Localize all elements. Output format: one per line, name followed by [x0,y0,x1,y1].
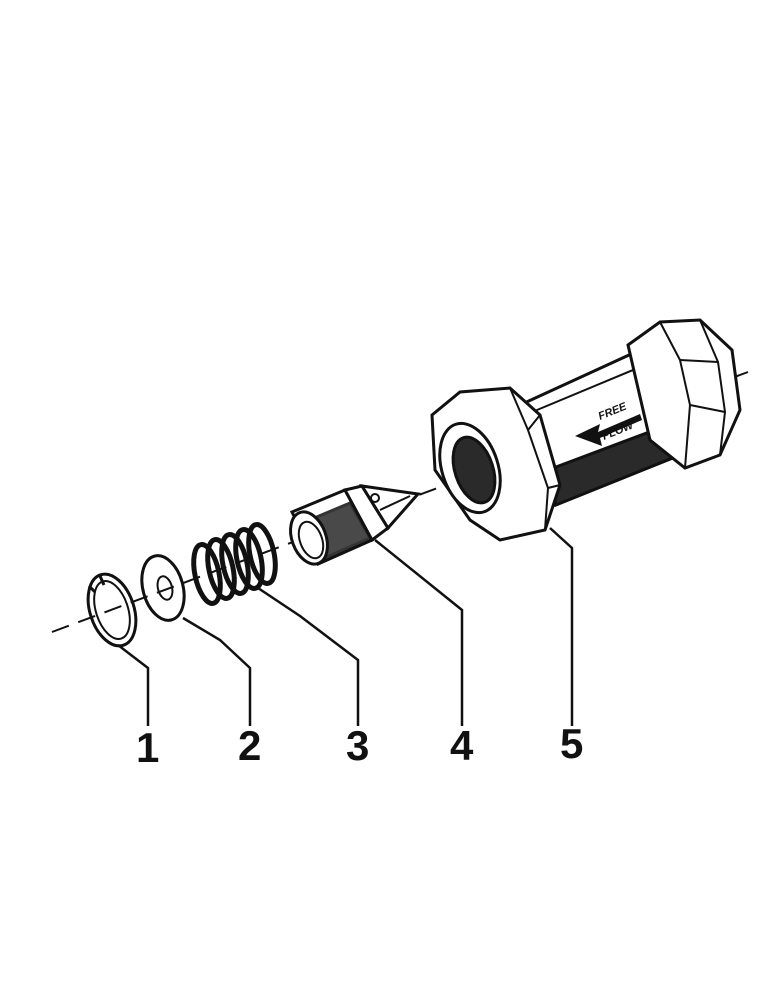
part-3-spring [191,522,278,606]
callout-4: 4 [450,722,474,769]
callout-1: 1 [136,724,159,771]
part-4-poppet [289,484,421,566]
callout-3: 3 [346,722,369,769]
callout-2: 2 [238,722,261,769]
leader-lines [117,527,574,726]
part-1-snap-ring [86,572,138,648]
part-5-valve-body [430,318,742,542]
callout-5: 5 [560,720,583,767]
part-2-washer [140,554,186,622]
